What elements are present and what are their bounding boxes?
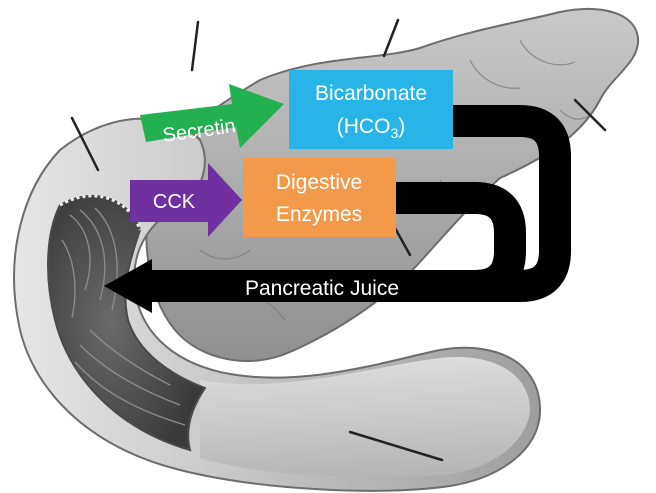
bicarbonate-formula-subscript: 3 [390, 125, 398, 141]
bicarbonate-formula-suffix: ) [398, 115, 405, 138]
bicarbonate-label-line1: Bicarbonate [315, 82, 427, 105]
digestive-enzymes-label-line1: Digestive [276, 171, 362, 194]
bicarbonate-formula-prefix: (HCO [337, 115, 391, 138]
digestive-enzymes-label-line2: Enzymes [276, 203, 362, 226]
digestive-enzymes-box: Digestive Enzymes [243, 158, 396, 237]
pancreatic-juice-label: Pancreatic Juice [245, 277, 399, 300]
bicarbonate-box: Bicarbonate (HCO3) [289, 70, 453, 149]
cck-label: CCK [153, 191, 196, 213]
